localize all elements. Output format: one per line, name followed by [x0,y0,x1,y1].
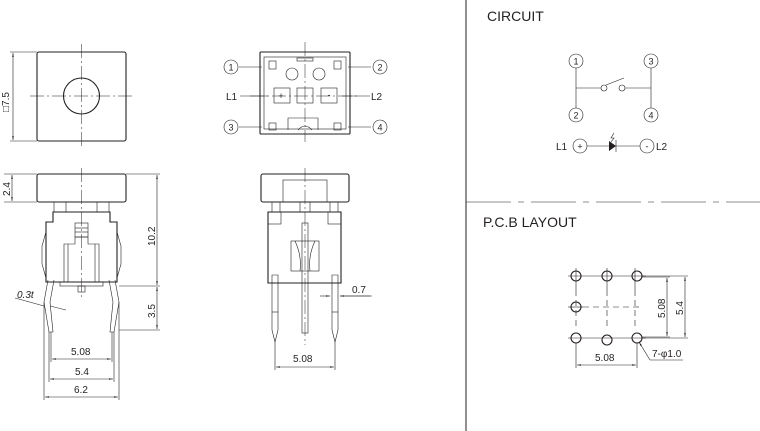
side-view-right: 0.7 5.08 [260,168,372,370]
top-view: □7.5 [1,44,134,148]
dim-pitch-left: 5.08 [71,347,91,358]
circuit-diagram: 1 2 3 4 [568,53,659,123]
pcb-title: P.C.B LAYOUT [483,214,577,230]
dim-pitch-right: 5.08 [293,354,313,365]
pcb-hole [601,334,613,346]
side-view-left: 2.4 10.2 3.5 0.3t 5.08 5.4 6.2 [2,168,160,400]
bottom-view: + - 1 2 3 4 L1 L2 [223,42,388,142]
pcb-hole [570,270,582,282]
circuit-led-plus: + [577,142,582,152]
dim-pin-width: 0.7 [352,285,366,296]
pcb-dim-horizontal: 5.08 [595,353,615,364]
bottom-minus-mark: - [328,90,331,100]
circuit-label-l1: L1 [556,142,568,153]
bottom-pin-4: 4 [377,123,382,133]
circuit-pin-4: 4 [648,111,653,121]
pcb-hole [570,301,582,313]
dim-cap-height: 2.4 [2,182,13,196]
circuit-title: CIRCUIT [487,8,544,24]
dim-body-height: 10.2 [147,226,158,246]
circuit-led-minus: - [646,142,649,152]
dim-pin-length: 3.5 [147,304,158,318]
bottom-pin-2: 2 [377,63,382,73]
dim-width: 6.2 [74,385,88,396]
led-diode-icon [609,141,616,151]
pcb-dim-outer: 5.4 [675,301,686,315]
led-circuit: L1 + - L2 [556,132,668,154]
pcb-dim-inner: 5.08 [657,298,668,318]
circuit-pin-2: 2 [573,111,578,121]
circuit-pin-3: 3 [648,57,653,67]
circuit-pin-1: 1 [573,57,578,67]
pcb-hole-note: 7-φ1.0 [652,349,682,360]
dim-thickness: 0.3t [17,290,35,301]
led-light-icon [610,132,615,143]
dim-square-label: □7.5 [1,92,12,112]
pcb-layout: 5.08 5.4 5.08 7-φ1.0 [568,268,688,368]
circuit-label-l2: L2 [656,142,668,153]
bottom-plus-mark: + [278,91,283,101]
dim-pin-span: 5.4 [75,367,89,378]
bottom-label-l2: L2 [371,92,383,103]
bottom-pin-3: 3 [228,123,233,133]
pcb-hole [601,270,613,282]
bottom-label-l1: L1 [226,92,238,103]
bottom-pin-1: 1 [228,63,233,73]
